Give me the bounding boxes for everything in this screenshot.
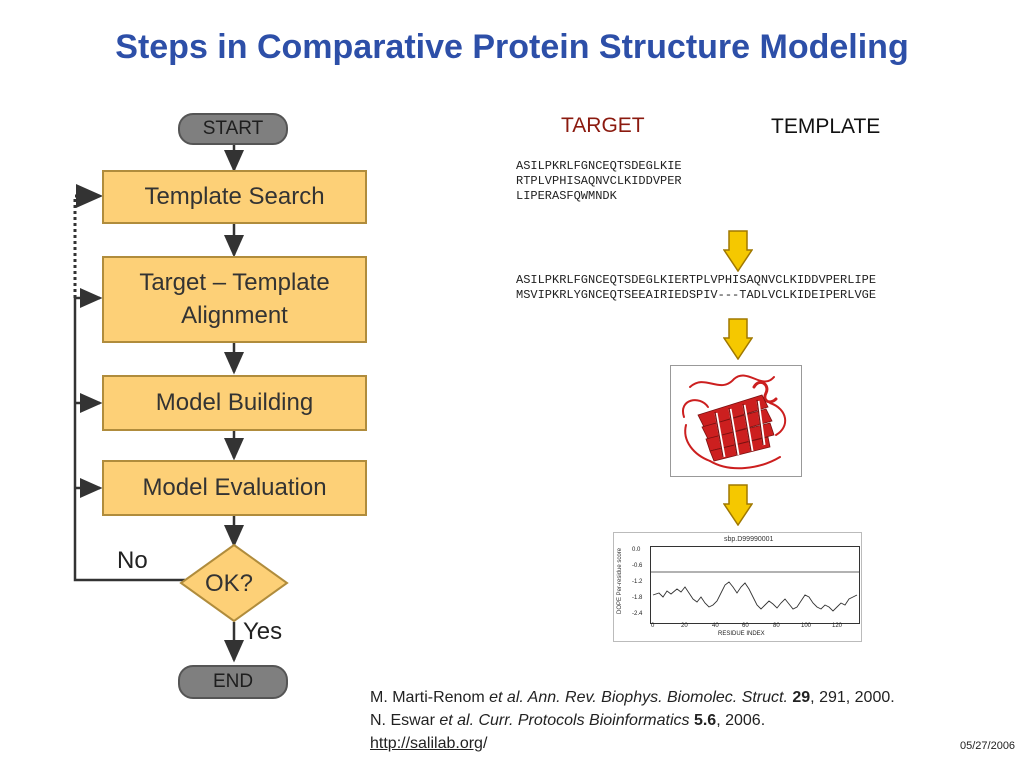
- profile-curve: [651, 571, 859, 612]
- url-suffix: /: [482, 735, 488, 752]
- profile-x-axis-label: RESIDUE INDEX: [718, 631, 765, 637]
- profile-y-tick-1: 0.0: [632, 547, 641, 553]
- ref1-rest: , 291, 2000.: [810, 689, 895, 706]
- profile-x-tick-4: 60: [742, 623, 749, 629]
- down-arrow-1: [723, 230, 753, 272]
- start-pill: START: [178, 113, 288, 145]
- profile-y-tick-4: -1.8: [632, 595, 643, 601]
- model-building-label: Model Building: [155, 388, 314, 416]
- ref2-authors: N. Eswar: [370, 712, 440, 729]
- profile-x-tick-3: 40: [712, 623, 719, 629]
- no-loop-line: [73, 288, 185, 582]
- dotted-loop-line: [73, 184, 103, 298]
- ref1-authors: M. Marti-Renom: [370, 689, 490, 706]
- template-search-box: Template Search: [102, 170, 367, 224]
- ref2-volume: 5.6: [693, 712, 717, 729]
- alignment-label-line2: Alignment: [181, 301, 288, 329]
- protein-structure-image: [670, 365, 802, 477]
- ref1-journal: et al. Ann. Rev. Biophys. Biomolec. Stru…: [489, 689, 788, 706]
- profile-plot-area: [650, 546, 860, 624]
- profile-x-tick-2: 20: [681, 623, 688, 629]
- ref1-volume: 29: [792, 689, 811, 706]
- alignment-box: Target – Template Alignment: [102, 256, 367, 343]
- template-search-label: Template Search: [144, 182, 325, 210]
- slide-date: 05/27/2006: [960, 740, 1016, 752]
- decision-label: OK?: [205, 570, 254, 597]
- model-evaluation-box: Model Evaluation: [102, 460, 367, 516]
- profile-chart-panel: sbp.D99990001 DOPE Per-residue score 0.0…: [613, 532, 862, 642]
- alignment-label-line1: Target – Template: [139, 269, 330, 297]
- profile-x-tick-5: 80: [773, 623, 780, 629]
- reference-2: N. Eswar et al. Curr. Protocols Bioinfor…: [370, 709, 990, 732]
- profile-y-axis-label: DOPE Per-residue score: [617, 547, 623, 615]
- down-arrow-2: [723, 318, 753, 360]
- references: M. Marti-Renom et al. Ann. Rev. Biophys.…: [370, 686, 990, 755]
- reference-3: http://salilab.org/: [370, 732, 990, 755]
- yes-label: Yes: [243, 618, 283, 645]
- model-evaluation-label: Model Evaluation: [142, 473, 327, 501]
- decision-diamond: [179, 543, 289, 623]
- profile-x-tick-7: 120: [832, 623, 843, 629]
- salilab-link[interactable]: http://salilab.org: [370, 735, 483, 752]
- ref2-rest: , 2006.: [716, 712, 766, 729]
- no-label: No: [117, 547, 148, 574]
- page-title: Steps in Comparative Protein Structure M…: [115, 28, 909, 66]
- template-header: TEMPLATE: [771, 115, 881, 138]
- profile-y-tick-3: -1.2: [632, 579, 643, 585]
- target-sequence: ASILPKRLFGNCEQTSDEGLKIE RTPLVPHISAQNVCLK…: [516, 159, 682, 203]
- profile-chart-title: sbp.D99990001: [724, 536, 774, 543]
- alignment-sequences: ASILPKRLFGNCEQTSDEGLKIERTPLVPHISAQNVCLKI…: [516, 273, 877, 302]
- end-pill: END: [178, 665, 288, 699]
- ref2-journal: et al. Curr. Protocols Bioinformatics: [439, 712, 690, 729]
- reference-1: M. Marti-Renom et al. Ann. Rev. Biophys.…: [370, 686, 990, 709]
- profile-y-tick-2: -0.6: [632, 563, 643, 569]
- down-arrow-3: [723, 484, 753, 526]
- target-header: TARGET: [561, 114, 645, 137]
- profile-y-tick-5: -2.4: [632, 611, 643, 617]
- profile-x-tick-1: 0: [651, 623, 655, 629]
- profile-x-tick-6: 100: [801, 623, 812, 629]
- model-building-box: Model Building: [102, 375, 367, 431]
